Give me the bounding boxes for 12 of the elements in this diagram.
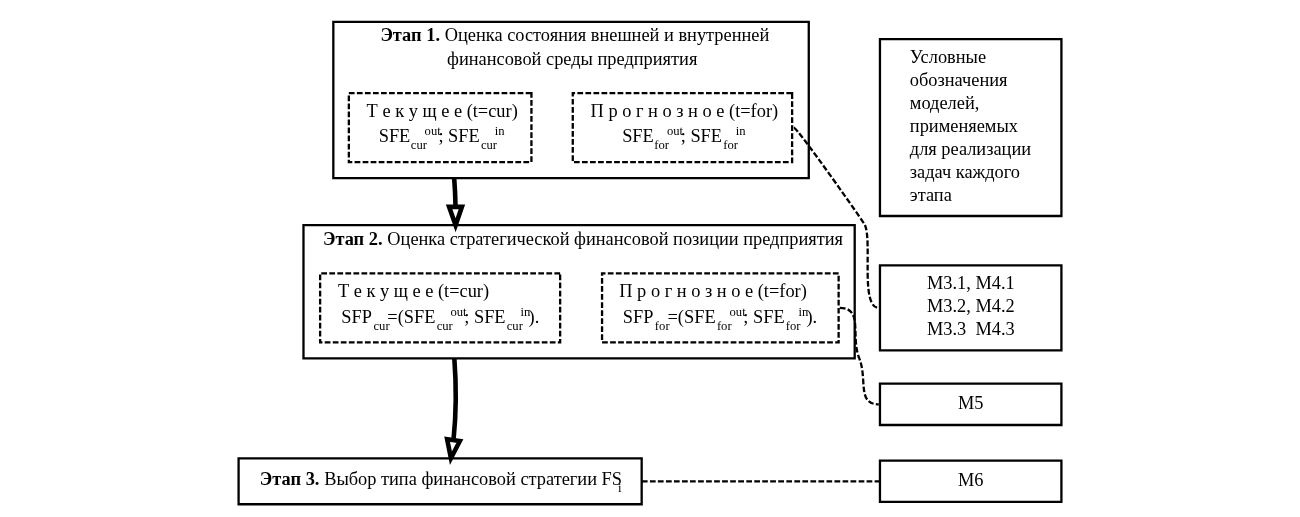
- node-box: Т е к у щ е е (t=cur) SFP$_{cur}$=(SFE$_{cur}$$^{out}$; SFE$_{cur}$$^{in}$).: [319, 272, 562, 344]
- node-box: M5: [878, 382, 1063, 427]
- connector: [839, 306, 879, 406]
- connector: [793, 126, 880, 309]
- node-box: M6: [878, 459, 1063, 504]
- connector: [641, 480, 880, 483]
- node-box: П р о г н о з н о е (t=for) SFP$_{for}$=(SFE$_{for}$$^{out}$; SFE$_{for}$$^{in}$).: [600, 272, 840, 344]
- arrow: [444, 358, 464, 466]
- node-box: Условные обозначения моделей, применяемых для реализации задач каждого этапа: [878, 38, 1063, 218]
- node-box: M3.1, M4.1 M3.2, M4.2 M3.3 M4.3: [878, 264, 1063, 352]
- arrow: [445, 177, 466, 233]
- node-box: Этап 3. Выбор типа финансовой стратегии FS$_{i}$: [237, 457, 643, 506]
